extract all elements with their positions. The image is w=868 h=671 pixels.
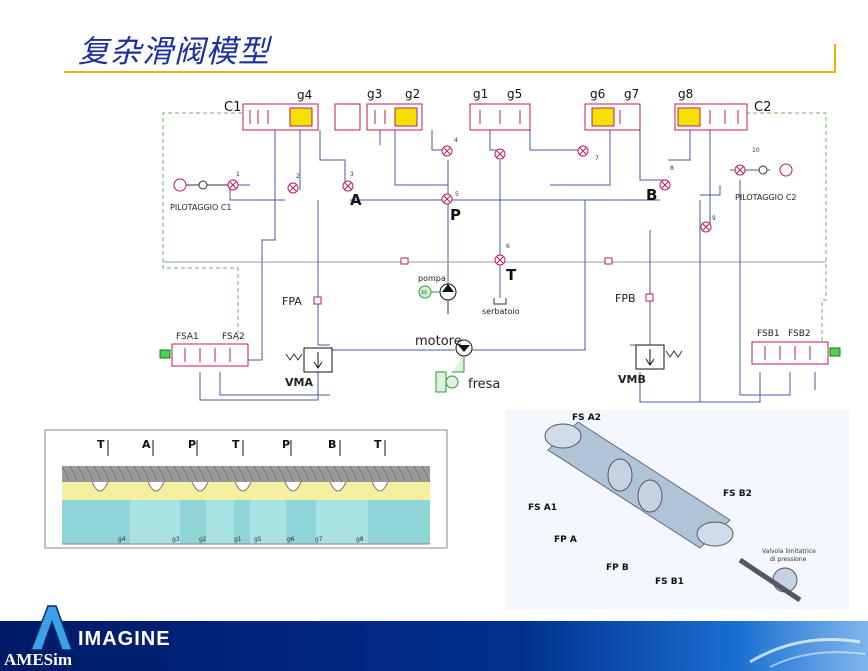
label-g3: g3 — [367, 87, 382, 101]
port-p: P — [450, 206, 461, 224]
vmb-label: VMB — [618, 373, 646, 386]
label-g2: g2 — [405, 87, 420, 101]
label-g5: g5 — [507, 87, 522, 101]
node-8: 8 — [670, 165, 674, 172]
section-groove-labels: g4 g3 g2 g1 g5 g6 g7 g8 — [118, 536, 364, 543]
node-2: 2 — [296, 173, 300, 180]
hydraulic-schematic: 1 2 3 4 5 6 7 8 9 10 g4 g3 g2 g1 g5 g6 g… — [44, 87, 850, 610]
label-g4: g4 — [297, 88, 312, 102]
port-labels: A P T B — [350, 186, 657, 284]
node-10: 10 — [752, 147, 760, 154]
section-g2: g2 — [199, 536, 207, 543]
section-port-2: A — [142, 438, 151, 451]
section-g5: g5 — [254, 536, 262, 543]
section-g7: g7 — [315, 536, 323, 543]
groove-labels: g4 g3 g2 g1 g5 g6 g7 g8 — [297, 87, 693, 102]
node-3: 3 — [350, 171, 354, 178]
title-underline — [64, 71, 836, 73]
section-port-arrows — [107, 440, 386, 456]
footer-bar — [0, 621, 868, 671]
relief-note: Valvola limitatrice di pressione — [762, 548, 816, 563]
section-g3: g3 — [172, 536, 180, 543]
fresa-symbol — [435, 356, 465, 393]
fsa2-label: FSA2 — [222, 332, 245, 342]
fpa-label: FPA — [282, 295, 302, 308]
spool-label-fpb: FP B — [606, 563, 629, 573]
node-9: 9 — [712, 215, 716, 222]
section-g6: g6 — [287, 536, 295, 543]
port-a: A — [350, 191, 362, 209]
node-6: 6 — [506, 243, 510, 250]
fsa1-label: FSA1 — [176, 332, 199, 342]
serbatoio-label: serbatoio — [482, 307, 520, 316]
section-port-7: T — [374, 438, 382, 451]
section-port-4: T — [232, 438, 240, 451]
amesim-wordmark: AMESim — [4, 650, 72, 669]
motor-symbol — [455, 339, 473, 357]
node-5: 5 — [455, 191, 459, 198]
relief-valve-b — [635, 344, 683, 370]
label-c1: C1 — [224, 100, 241, 115]
exploded-spool-illustration — [505, 410, 850, 610]
pilot-left-label: PILOTAGGIO C1 — [170, 203, 232, 212]
label-c2: C2 — [754, 100, 771, 115]
pilot-source-right — [758, 163, 793, 177]
fsb-valve-block — [751, 341, 841, 365]
relief-valve-a — [285, 347, 333, 373]
label-g8: g8 — [678, 87, 693, 101]
section-port-5: P — [282, 438, 290, 451]
section-g4: g4 — [118, 536, 126, 543]
node-4: 4 — [454, 137, 458, 144]
fsb2-label: FSB2 — [788, 329, 811, 339]
fsa-valve-block — [159, 343, 249, 367]
node-number-labels: 1 2 3 4 5 6 7 8 9 10 — [236, 137, 760, 250]
spool-label-fsb2: FS B2 — [723, 489, 752, 499]
relief-note-line1: Valvola limitatrice — [762, 548, 816, 555]
side-labels: C1 C2 — [224, 100, 771, 115]
port-t: T — [506, 266, 517, 284]
spool-label-fsb1: FS B1 — [655, 577, 684, 587]
fpb-label: FPB — [615, 292, 636, 305]
vma-label: VMA — [285, 376, 313, 389]
node-1: 1 — [236, 171, 240, 178]
fresa-label: fresa — [468, 377, 500, 392]
spool-label-fsa1: FS A1 — [528, 503, 557, 513]
relief-note-line2: di pressione — [770, 556, 807, 563]
label-g7: g7 — [624, 87, 639, 101]
spool-label-fsa2: FS A2 — [572, 413, 601, 423]
pilot-source-left — [173, 178, 228, 192]
pump-symbol: M — [418, 283, 457, 314]
fsb1-label: FSB1 — [757, 329, 780, 339]
spool-label-fpa: FP A — [554, 535, 577, 545]
pompa-label: pompa — [418, 274, 446, 283]
section-port-6: B — [328, 438, 336, 451]
spool-section-view — [44, 429, 448, 549]
imagine-brand: IMAGINE — [78, 628, 171, 650]
spool-force-labels: FS A2 FS A1 FP A FP B FS B1 FS B2 — [528, 413, 752, 587]
spool-valve-blocks — [242, 103, 748, 131]
svg-text:M: M — [421, 289, 427, 297]
pilot-right-label: PILOTAGGIO C2 — [735, 193, 797, 202]
decorative-wave-icon — [749, 638, 866, 668]
title-underline-end — [834, 44, 836, 73]
page-title: 复杂滑阀模型 — [78, 34, 270, 70]
valve-nodes — [227, 145, 746, 305]
section-port-labels: T A P T P B T — [97, 438, 382, 451]
hydraulic-lines — [163, 130, 826, 403]
pilot-dashed-lines — [162, 112, 827, 355]
section-g8: g8 — [356, 536, 364, 543]
motore-label: motore — [415, 334, 462, 349]
section-port-1: T — [97, 438, 105, 451]
tank-symbol — [493, 298, 507, 305]
section-port-3: P — [188, 438, 196, 451]
node-7: 7 — [595, 155, 599, 162]
port-b: B — [646, 186, 657, 204]
label-g6: g6 — [590, 87, 605, 101]
section-g1: g1 — [234, 536, 242, 543]
amesim-logo-icon — [29, 605, 74, 651]
label-g1: g1 — [473, 87, 488, 101]
